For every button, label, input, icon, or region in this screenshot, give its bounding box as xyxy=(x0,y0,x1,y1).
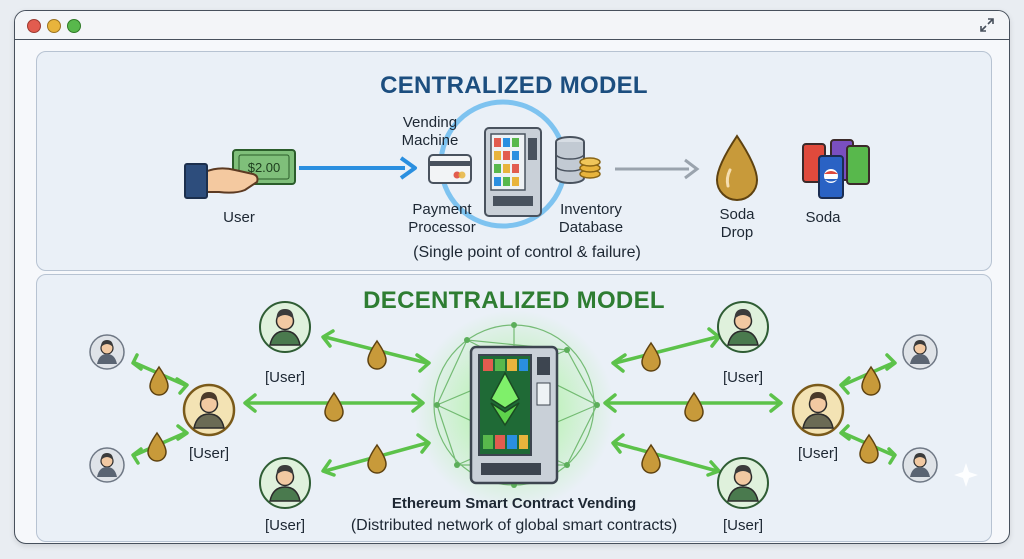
inventory-database-label: Inventory Database xyxy=(558,201,624,236)
user-avatar-icon xyxy=(182,383,236,437)
small-user-avatar-icon xyxy=(902,334,938,370)
decentralized-title: DECENTRALIZED MODEL xyxy=(363,287,665,314)
title-bar xyxy=(15,11,1009,40)
credit-card-icon xyxy=(428,154,472,184)
soda-drop-label: Soda Drop xyxy=(719,206,755,241)
user-label: [User] xyxy=(722,369,763,386)
sparkle-icon xyxy=(954,463,978,487)
hand-money-icon xyxy=(184,149,296,199)
user-label: [User] xyxy=(797,445,838,462)
small-user-avatar-icon xyxy=(89,447,125,483)
small-user-avatar-icon xyxy=(89,334,125,370)
user-label: [User] xyxy=(264,369,305,386)
vending-machine-icon xyxy=(484,127,542,217)
user-label: [User] xyxy=(264,517,305,534)
minimize-button[interactable] xyxy=(47,19,61,33)
user-avatar-icon xyxy=(259,301,311,353)
centralized-panel: CENTRALIZED MODEL $2.00 xyxy=(36,51,992,271)
user-label: User xyxy=(223,209,255,226)
money-amount: $2.00 xyxy=(248,160,281,175)
user-avatar-icon xyxy=(259,457,311,509)
maximize-button[interactable] xyxy=(67,19,81,33)
centralized-title: CENTRALIZED MODEL xyxy=(380,72,648,99)
payment-processor-label: Payment Processor xyxy=(408,201,476,236)
user-avatar-icon xyxy=(717,457,769,509)
soda-drop-icon xyxy=(715,134,759,201)
expand-arrows-icon[interactable] xyxy=(979,17,995,33)
payment-arrow xyxy=(299,156,417,180)
vending-machine-label: Vending Machine xyxy=(401,114,459,149)
ethereum-machine-title: Ethereum Smart Contract Vending xyxy=(391,495,637,512)
ethereum-vending-machine-icon xyxy=(469,345,559,485)
soda-label: Soda xyxy=(805,209,841,226)
user-avatar-icon xyxy=(791,383,845,437)
centralized-diagram: $2.00 xyxy=(184,99,870,229)
user-label: [User] xyxy=(722,517,763,534)
user-label: [User] xyxy=(188,445,229,462)
decentralized-caption: (Distributed network of global smart con… xyxy=(350,517,678,534)
centralized-caption: (Single point of control & failure) xyxy=(413,244,641,261)
small-user-avatar-icon xyxy=(902,447,938,483)
user-avatar-icon xyxy=(717,301,769,353)
app-window: CENTRALIZED MODEL $2.00 xyxy=(14,10,1010,544)
database-icon xyxy=(555,136,601,184)
soda-cans-icon xyxy=(802,139,870,199)
decentralized-panel: DECENTRALIZED MODEL xyxy=(36,274,992,542)
close-button[interactable] xyxy=(27,19,41,33)
dispense-arrow xyxy=(615,158,700,180)
decentralized-diagram xyxy=(89,301,978,510)
